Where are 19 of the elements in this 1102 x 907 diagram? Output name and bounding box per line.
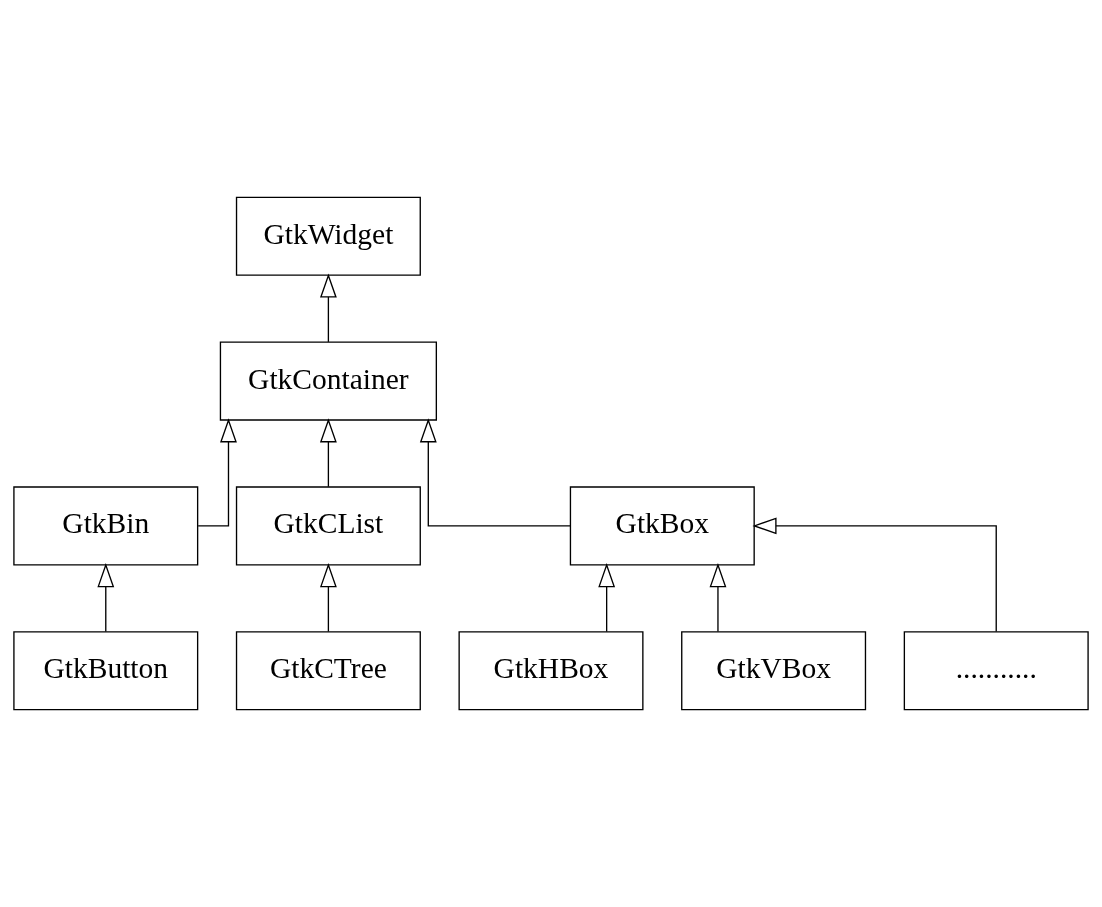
arrow — [752, 517, 997, 633]
node-box: ........... — [903, 631, 1089, 711]
node-box: GtkCList — [235, 486, 421, 566]
arrow — [598, 563, 616, 633]
arrow — [97, 563, 115, 633]
arrow — [319, 418, 337, 488]
node-box: GtkButton — [13, 631, 199, 711]
arrow — [709, 563, 727, 633]
node-box: GtkVBox — [681, 631, 867, 711]
arrow — [419, 418, 571, 527]
arrow — [197, 418, 237, 527]
node-box: GtkBin — [13, 486, 199, 566]
node-box: GtkWidget — [235, 196, 421, 276]
node-box: GtkHBox — [458, 631, 644, 711]
node-box: GtkCTree — [235, 631, 421, 711]
node-box: GtkBox — [569, 486, 755, 566]
arrow — [319, 273, 337, 343]
node-box: GtkContainer — [219, 341, 437, 421]
arrow — [319, 563, 337, 633]
